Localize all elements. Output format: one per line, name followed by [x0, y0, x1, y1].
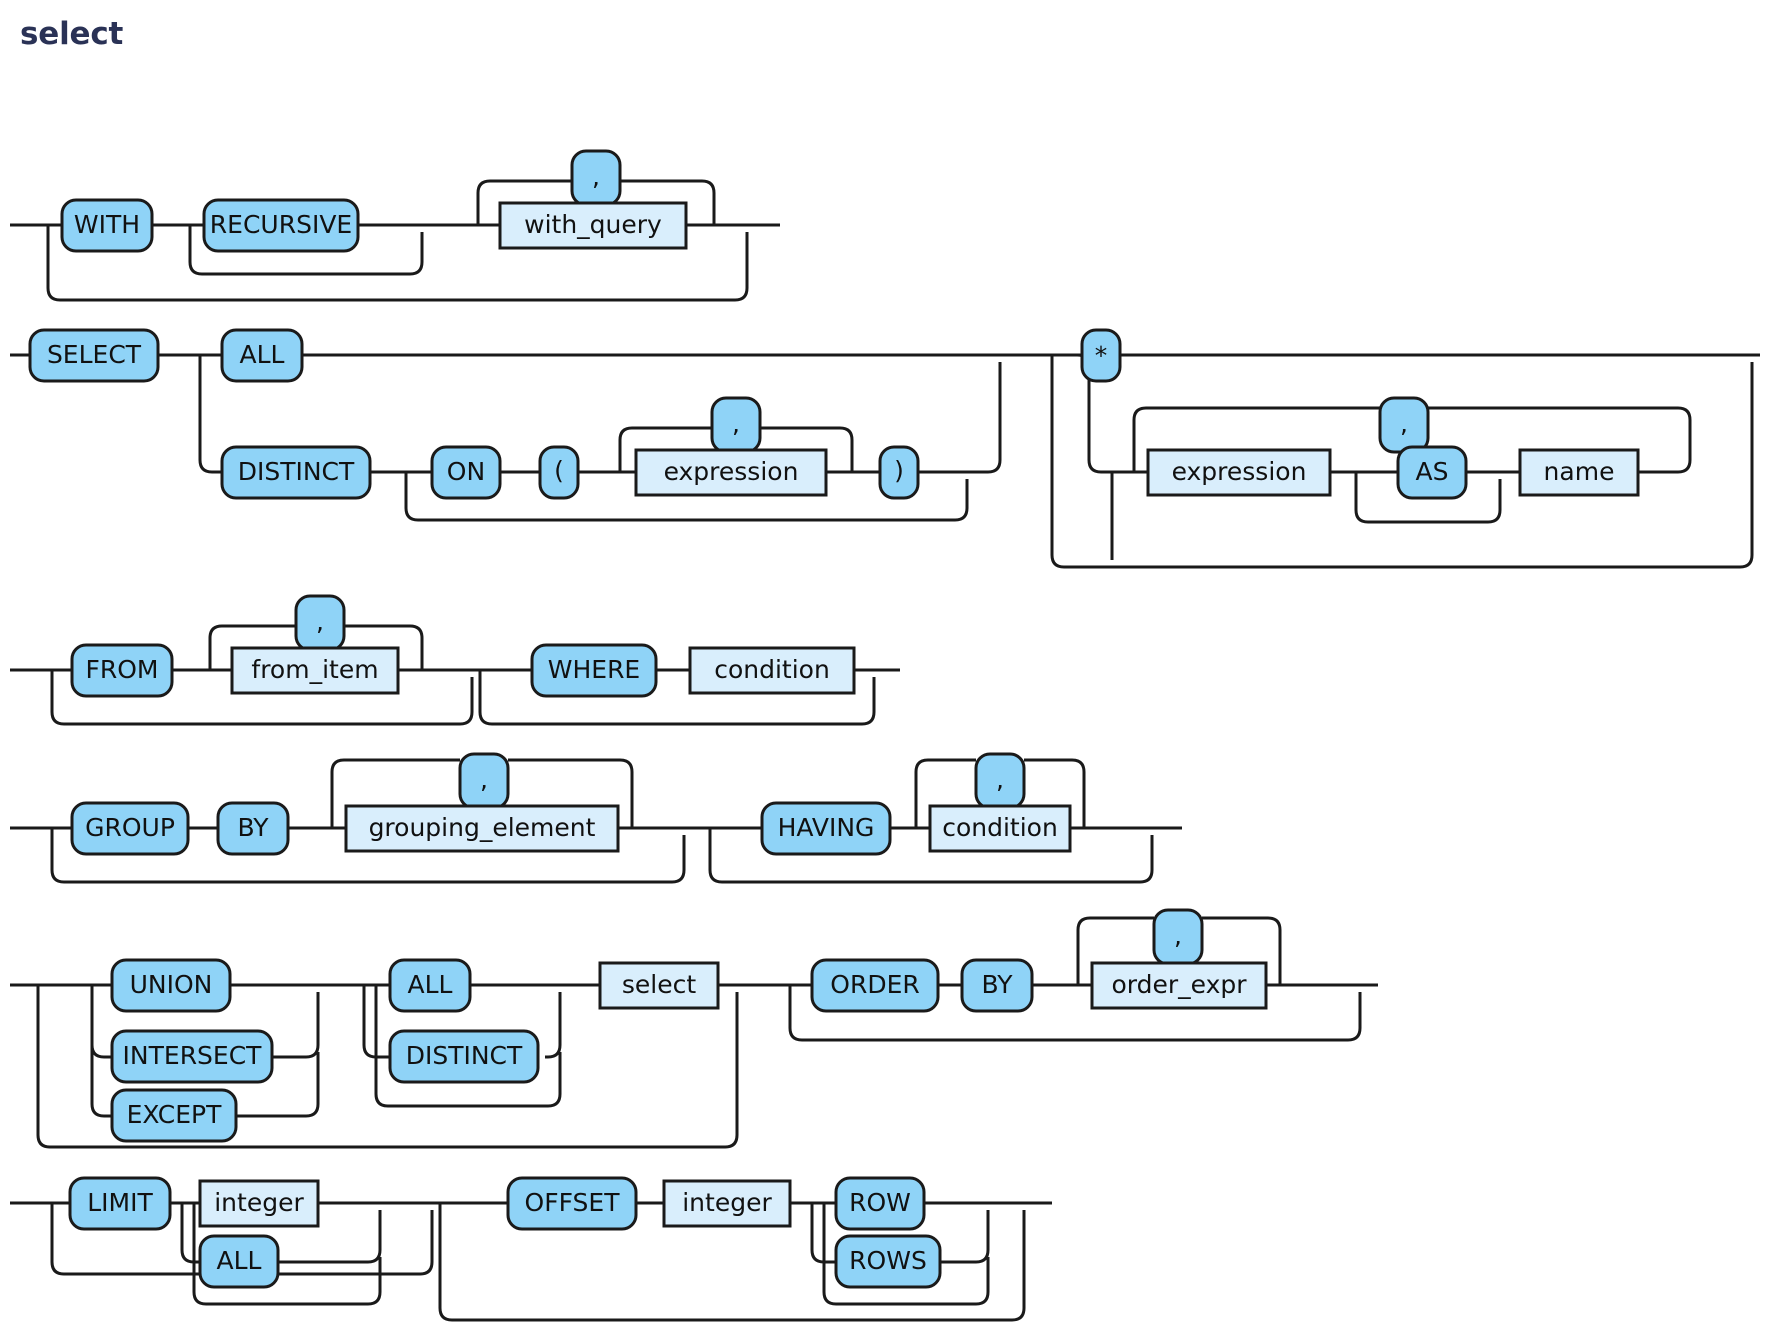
- node-distinct-kw[interactable]: [220, 445, 372, 500]
- node-row-kw[interactable]: [834, 1176, 926, 1231]
- node-order-by-kw[interactable]: [960, 958, 1034, 1013]
- node-group-by-kw[interactable]: [216, 801, 290, 856]
- node-from-comma[interactable]: [294, 594, 346, 652]
- node-setop-all-kw[interactable]: [388, 958, 472, 1013]
- node-select-kw[interactable]: [28, 328, 160, 383]
- node-having-comma[interactable]: [974, 752, 1026, 810]
- node-sel-comma[interactable]: [1378, 396, 1430, 454]
- node-group-kw[interactable]: [70, 801, 190, 856]
- node-with-query[interactable]: [498, 201, 688, 250]
- node-lparen[interactable]: [538, 445, 580, 500]
- node-from-item[interactable]: [230, 646, 400, 695]
- node-from-kw[interactable]: [70, 643, 174, 698]
- node-offset-kw[interactable]: [506, 1176, 638, 1231]
- row-setop-order-clause: UNION INTERSECT EXCEPT ALL DISTINCT sele…: [10, 908, 1378, 1149]
- node-all-kw[interactable]: [220, 328, 304, 383]
- row-group-having-clause: GROUP BY , grouping_element HAVING , con…: [10, 752, 1182, 884]
- node-with-comma[interactable]: [570, 149, 622, 207]
- node-order-comma[interactable]: [1152, 908, 1204, 966]
- node-offset-integer[interactable]: [662, 1179, 792, 1228]
- node-intersect-kw[interactable]: [110, 1029, 274, 1084]
- node-group-comma[interactable]: [458, 752, 510, 810]
- row-select-clause: SELECT ALL DISTINCT ON ( , expression ) …: [10, 328, 1760, 569]
- node-limit-integer[interactable]: [198, 1179, 320, 1228]
- node-limit-kw[interactable]: [68, 1176, 172, 1231]
- node-star[interactable]: [1080, 328, 1122, 383]
- node-order-expr[interactable]: [1090, 961, 1268, 1010]
- node-order-kw[interactable]: [810, 958, 940, 1013]
- node-on-kw[interactable]: [430, 445, 502, 500]
- node-having-condition[interactable]: [928, 804, 1072, 853]
- row-limit-offset-clause: LIMIT integer ALL OFFSET integer ROW ROW…: [10, 1176, 1052, 1322]
- row-from-where-clause: FROM , from_item WHERE condition: [10, 594, 900, 726]
- node-name[interactable]: [1518, 448, 1640, 497]
- node-limit-all-kw[interactable]: [198, 1234, 280, 1289]
- node-select-ref[interactable]: [598, 961, 720, 1010]
- node-union-kw[interactable]: [110, 958, 232, 1013]
- node-sel-expression[interactable]: [1146, 448, 1332, 497]
- node-where-condition[interactable]: [688, 646, 856, 695]
- node-where-kw[interactable]: [530, 643, 658, 698]
- node-rparen[interactable]: [878, 445, 920, 500]
- row-with-clause: WITH RECURSIVE , with_query: [10, 149, 780, 302]
- node-on-comma[interactable]: [710, 396, 762, 454]
- page-title: select: [20, 16, 124, 52]
- node-recursive-kw[interactable]: [202, 198, 360, 253]
- node-except-kw[interactable]: [110, 1088, 238, 1143]
- node-setop-distinct-kw[interactable]: [388, 1029, 540, 1084]
- node-rows-kw[interactable]: [834, 1234, 942, 1289]
- node-as-kw[interactable]: [1396, 445, 1468, 500]
- node-on-expression[interactable]: [634, 448, 828, 497]
- node-grouping-element[interactable]: [344, 804, 620, 853]
- node-having-kw[interactable]: [760, 801, 892, 856]
- node-with-kw[interactable]: [60, 198, 154, 253]
